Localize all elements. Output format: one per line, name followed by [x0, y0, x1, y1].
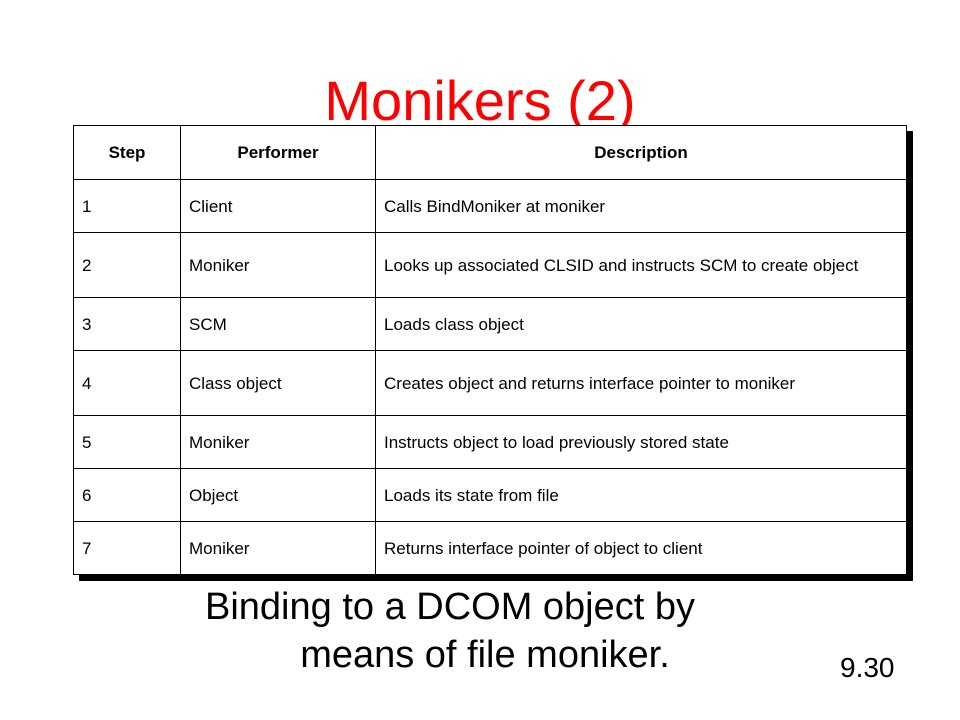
caption-line: Binding to a DCOM object by — [205, 586, 696, 628]
performer-cell: Object — [180, 468, 376, 522]
performer-cell: Moniker — [180, 415, 376, 469]
description-cell: Returns interface pointer of object to c… — [375, 521, 907, 575]
step-cell: 6 — [73, 468, 181, 522]
slide-number: 9.30 — [840, 652, 895, 683]
description-cell: Instructs object to load previously stor… — [375, 415, 907, 469]
step-cell: 5 — [73, 415, 181, 469]
performer-cell: Client — [180, 179, 376, 233]
performer-cell: SCM — [180, 297, 376, 351]
step-cell: 2 — [73, 232, 181, 298]
step-cell: 3 — [73, 297, 181, 351]
step-cell: 4 — [73, 350, 181, 416]
table-row: 6 Object Loads its state from file — [73, 468, 907, 522]
table-row: 5 Moniker Instructs object to load previ… — [73, 415, 907, 469]
table-header-row: Step Performer Description — [73, 125, 907, 180]
column-header-description: Description — [375, 125, 907, 180]
table-row: 2 Moniker Looks up associated CLSID and … — [73, 232, 907, 298]
column-header-performer: Performer — [180, 125, 376, 180]
slide-title: Monikers (2) — [324, 68, 636, 132]
table-row: 7 Moniker Returns interface pointer of o… — [73, 521, 907, 575]
performer-cell: Class object — [180, 350, 376, 416]
figure-caption: Binding to a DCOM object by means of fil… — [150, 583, 810, 679]
step-cell: 1 — [73, 179, 181, 233]
description-cell: Loads its state from file — [375, 468, 907, 522]
column-header-step: Step — [73, 125, 181, 180]
caption-line: means of file moniker. — [300, 634, 670, 676]
table-row: 1 Client Calls BindMoniker at moniker — [73, 179, 907, 233]
table-row: 4 Class object Creates object and return… — [73, 350, 907, 416]
description-cell: Looks up associated CLSID and instructs … — [375, 232, 907, 298]
table-row: 3 SCM Loads class object — [73, 297, 907, 351]
description-cell: Creates object and returns interface poi… — [375, 350, 907, 416]
steps-table: Step Performer Description 1 Client Call… — [73, 125, 907, 575]
performer-cell: Moniker — [180, 521, 376, 575]
performer-cell: Moniker — [180, 232, 376, 298]
description-cell: Loads class object — [375, 297, 907, 351]
description-cell: Calls BindMoniker at moniker — [375, 179, 907, 233]
step-cell: 7 — [73, 521, 181, 575]
